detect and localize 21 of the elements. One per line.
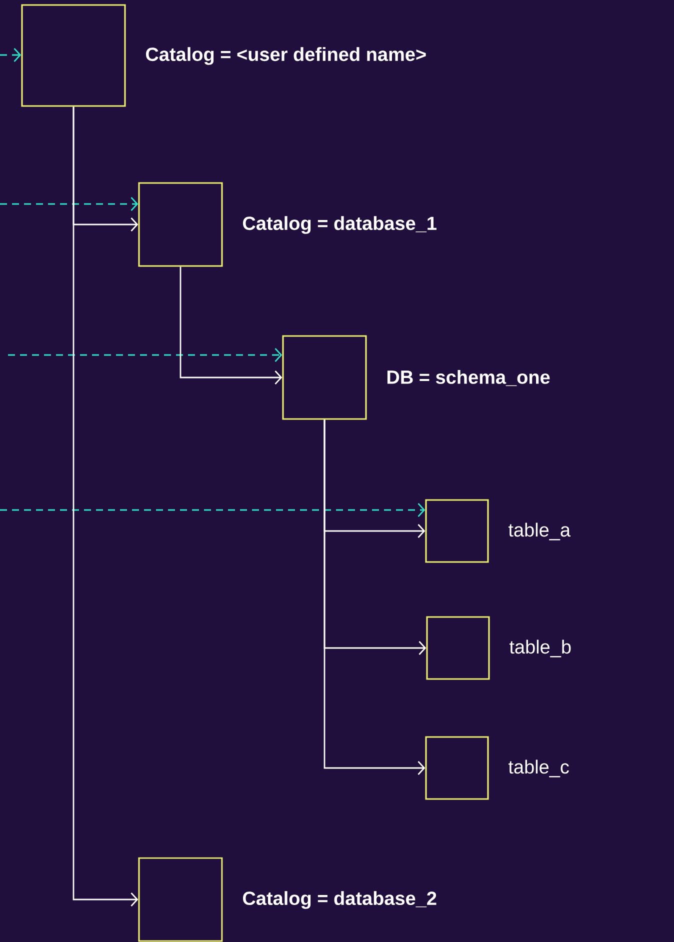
square-box [426,616,490,680]
arrow [72,106,138,906]
arrow [324,420,426,775]
box-label: table_a [508,522,571,540]
arrow [8,348,282,362]
arrow [0,48,22,62]
square-box [425,499,489,563]
square-box [282,335,367,420]
square-box [425,736,489,800]
square-box [138,182,223,267]
box-label: Catalog = database_2 [242,891,436,909]
square-box [21,4,126,107]
box-label: DB = schema_one [387,370,550,386]
box-label: table_c [508,760,569,778]
arrow [0,503,426,517]
arrow [0,197,138,211]
square-box [138,857,223,942]
box-label: table_b [509,640,571,658]
arrow [180,266,282,384]
box-label: Catalog = <user defined name> [146,47,426,65]
box-label: Catalog = database_1 [242,216,436,234]
